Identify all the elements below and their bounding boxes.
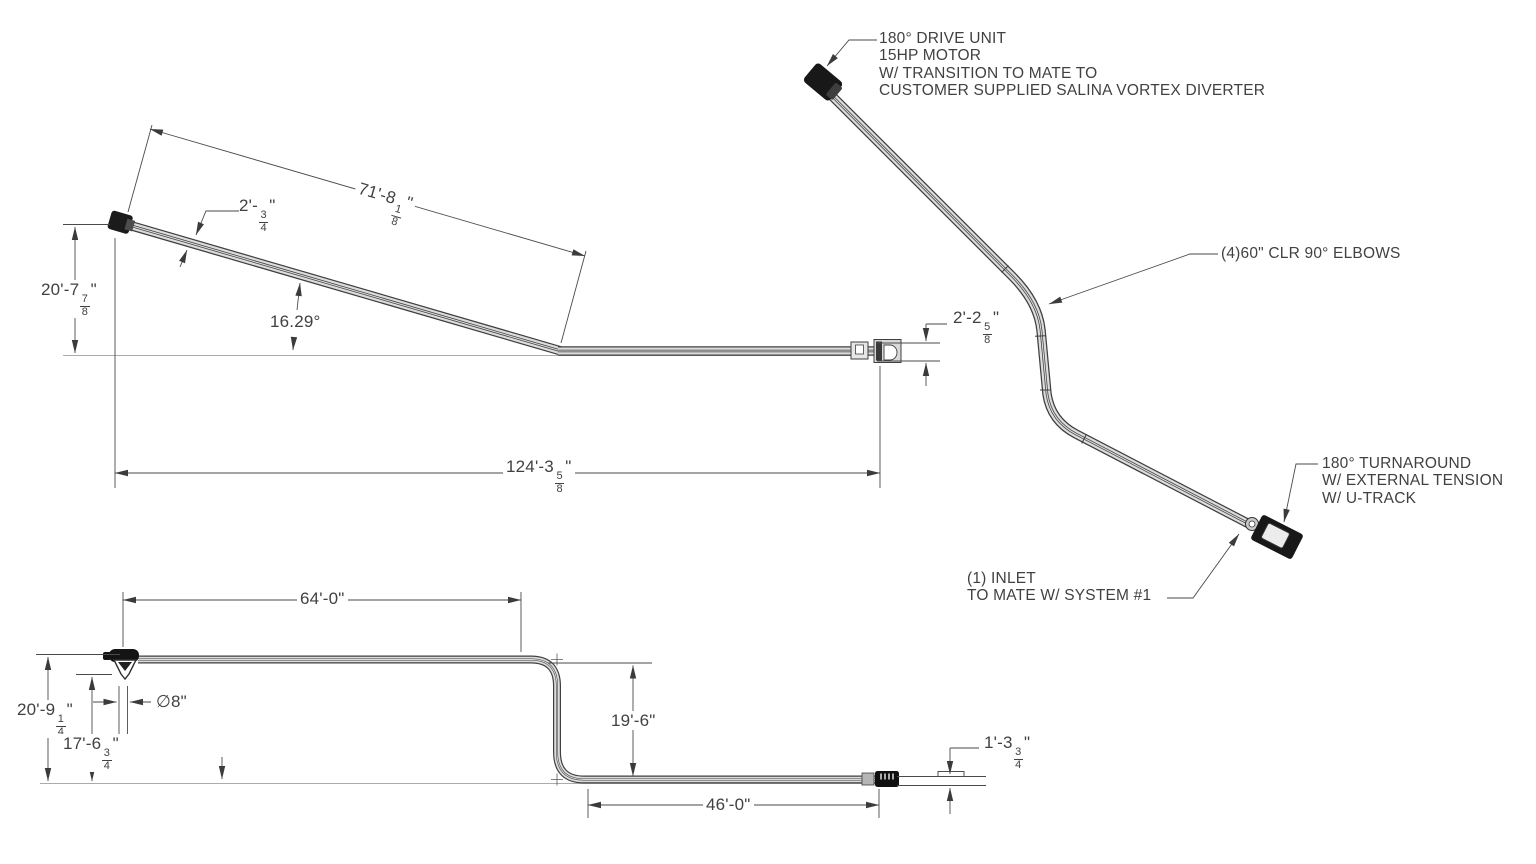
dim-top-run: 64'-0" — [297, 589, 348, 608]
callout-drive-unit-line4: CUSTOMER SUPPLIED SALINA VORTEX DIVERTER — [879, 82, 1266, 100]
callout-inlet-line1: (1) INLET — [967, 570, 1036, 587]
turnaround-side — [850, 339, 902, 363]
callout-turnaround: 180° TURNAROUND W/ EXTERNAL TENSION W/ U… — [1322, 455, 1503, 507]
callout-drive-unit-line1: 180° DRIVE UNIT — [879, 30, 1007, 47]
dim-bottom-run: 46'-0" — [703, 795, 754, 814]
callout-drive-unit-line2: 15HP MOTOR — [879, 47, 982, 65]
dim-tube-diameter: ∅8" — [156, 692, 187, 711]
plan-view-leaders — [826, 39, 1318, 599]
callout-turnaround-line3: W/ U-TRACK — [1322, 489, 1417, 507]
sloped-conveyor-tube — [125, 219, 563, 356]
callout-turnaround-line1: 180° TURNAROUND — [1322, 455, 1472, 472]
plan-conveyor-tube — [822, 86, 1256, 531]
callout-drive-unit-line3: W/ TRANSITION TO MATE TO — [879, 64, 1098, 82]
dim-vertical-offset-19-6: 19'-6" — [608, 711, 659, 730]
callout-drive-unit: 180° DRIVE UNIT 15HP MOTOR W/ TRANSITION… — [879, 30, 1265, 100]
drive-unit-plan — [803, 63, 843, 101]
drive-unit-bottom — [103, 649, 139, 681]
turnaround-plan — [1245, 515, 1303, 559]
side-view-dimensions — [63, 124, 947, 488]
callout-inlet: (1) INLET TO MATE W/ SYSTEM #1 — [967, 570, 1151, 605]
dim-incline-angle: 16.29° — [270, 312, 321, 331]
plan-view — [803, 39, 1318, 599]
callout-turnaround-line2: W/ EXTERNAL TENSION — [1322, 472, 1504, 490]
side-elevation-view — [63, 124, 947, 488]
turnaround-bottom — [861, 771, 965, 787]
callout-elbows: (4)60" CLR 90° ELBOWS — [1221, 245, 1401, 262]
drive-unit-side — [107, 210, 136, 234]
bottom-plan-view — [36, 592, 986, 818]
callout-inlet-line2: TO MATE W/ SYSTEM #1 — [967, 587, 1152, 605]
bottom-conveyor-tube — [138, 653, 876, 786]
